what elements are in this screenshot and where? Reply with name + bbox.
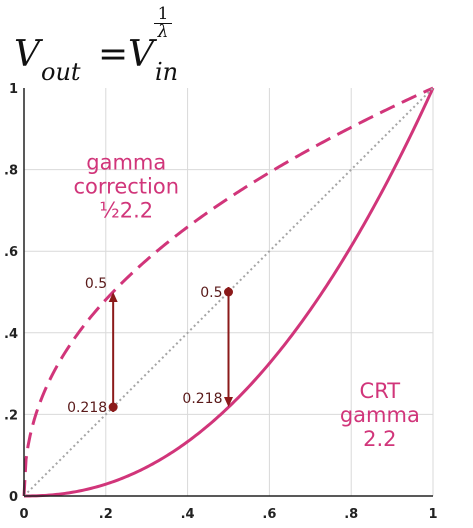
annotation-crt-gamma: 2.2 <box>363 427 396 451</box>
series-crt-gamma <box>24 87 435 498</box>
y-tick-label: .4 <box>4 327 18 342</box>
marker-start-dot <box>108 402 118 412</box>
labels: 0 .2 .4 .6 .8 1 0 .2 .4 .6 .8 1 0.218 0.5 0.5 0.218 gamm… <box>4 82 438 522</box>
annotation-gamma-correction: gamma <box>86 151 166 175</box>
x-tick-label: .6 <box>262 507 276 522</box>
y-tick-label: .6 <box>4 245 18 260</box>
annotation-gamma-correction: ½2.2 <box>99 199 153 223</box>
x-tick-label: .8 <box>344 507 358 522</box>
y-tick-label: .8 <box>4 164 18 179</box>
formula-equals: = <box>98 34 129 75</box>
formula-v-out: V <box>14 34 40 75</box>
formula-subscript-in: in <box>155 58 179 86</box>
marker-arrow-head <box>108 292 118 302</box>
formula-exponent-numerator: 1 <box>154 6 172 24</box>
y-tick-label: 1 <box>9 82 18 97</box>
axes <box>23 88 433 497</box>
x-tick-label: .2 <box>99 507 113 522</box>
marker-label-from: 0.218 <box>67 400 107 416</box>
y-tick-label: .2 <box>4 408 18 423</box>
x-tick-label: 1 <box>428 507 437 522</box>
annotation-crt-gamma: CRT <box>360 379 401 403</box>
marker-start-dot <box>224 287 233 297</box>
formula-subscript-out: out <box>41 58 81 86</box>
formula-v-in: V <box>128 34 154 75</box>
marker-label-to: 0.218 <box>182 391 222 407</box>
markers <box>108 287 233 413</box>
series-gamma-correction <box>22 86 434 497</box>
x-tick-label: .4 <box>181 507 195 522</box>
series-identity <box>23 87 434 497</box>
y-tick-label: 0 <box>9 490 18 505</box>
x-tick-label: 0 <box>19 507 28 522</box>
formula-exponent-denominator: λ <box>157 22 169 42</box>
marker-label-to: 0.5 <box>85 276 107 292</box>
annotation-gamma-correction: correction <box>73 175 179 199</box>
formula: V out = V in 1 λ <box>14 6 214 87</box>
annotation-crt-gamma: gamma <box>340 403 420 427</box>
marker-label-from: 0.5 <box>200 285 222 301</box>
formula-exponent: 1 λ <box>154 6 172 41</box>
marker-arrow-head <box>224 397 233 408</box>
curves <box>22 86 435 498</box>
